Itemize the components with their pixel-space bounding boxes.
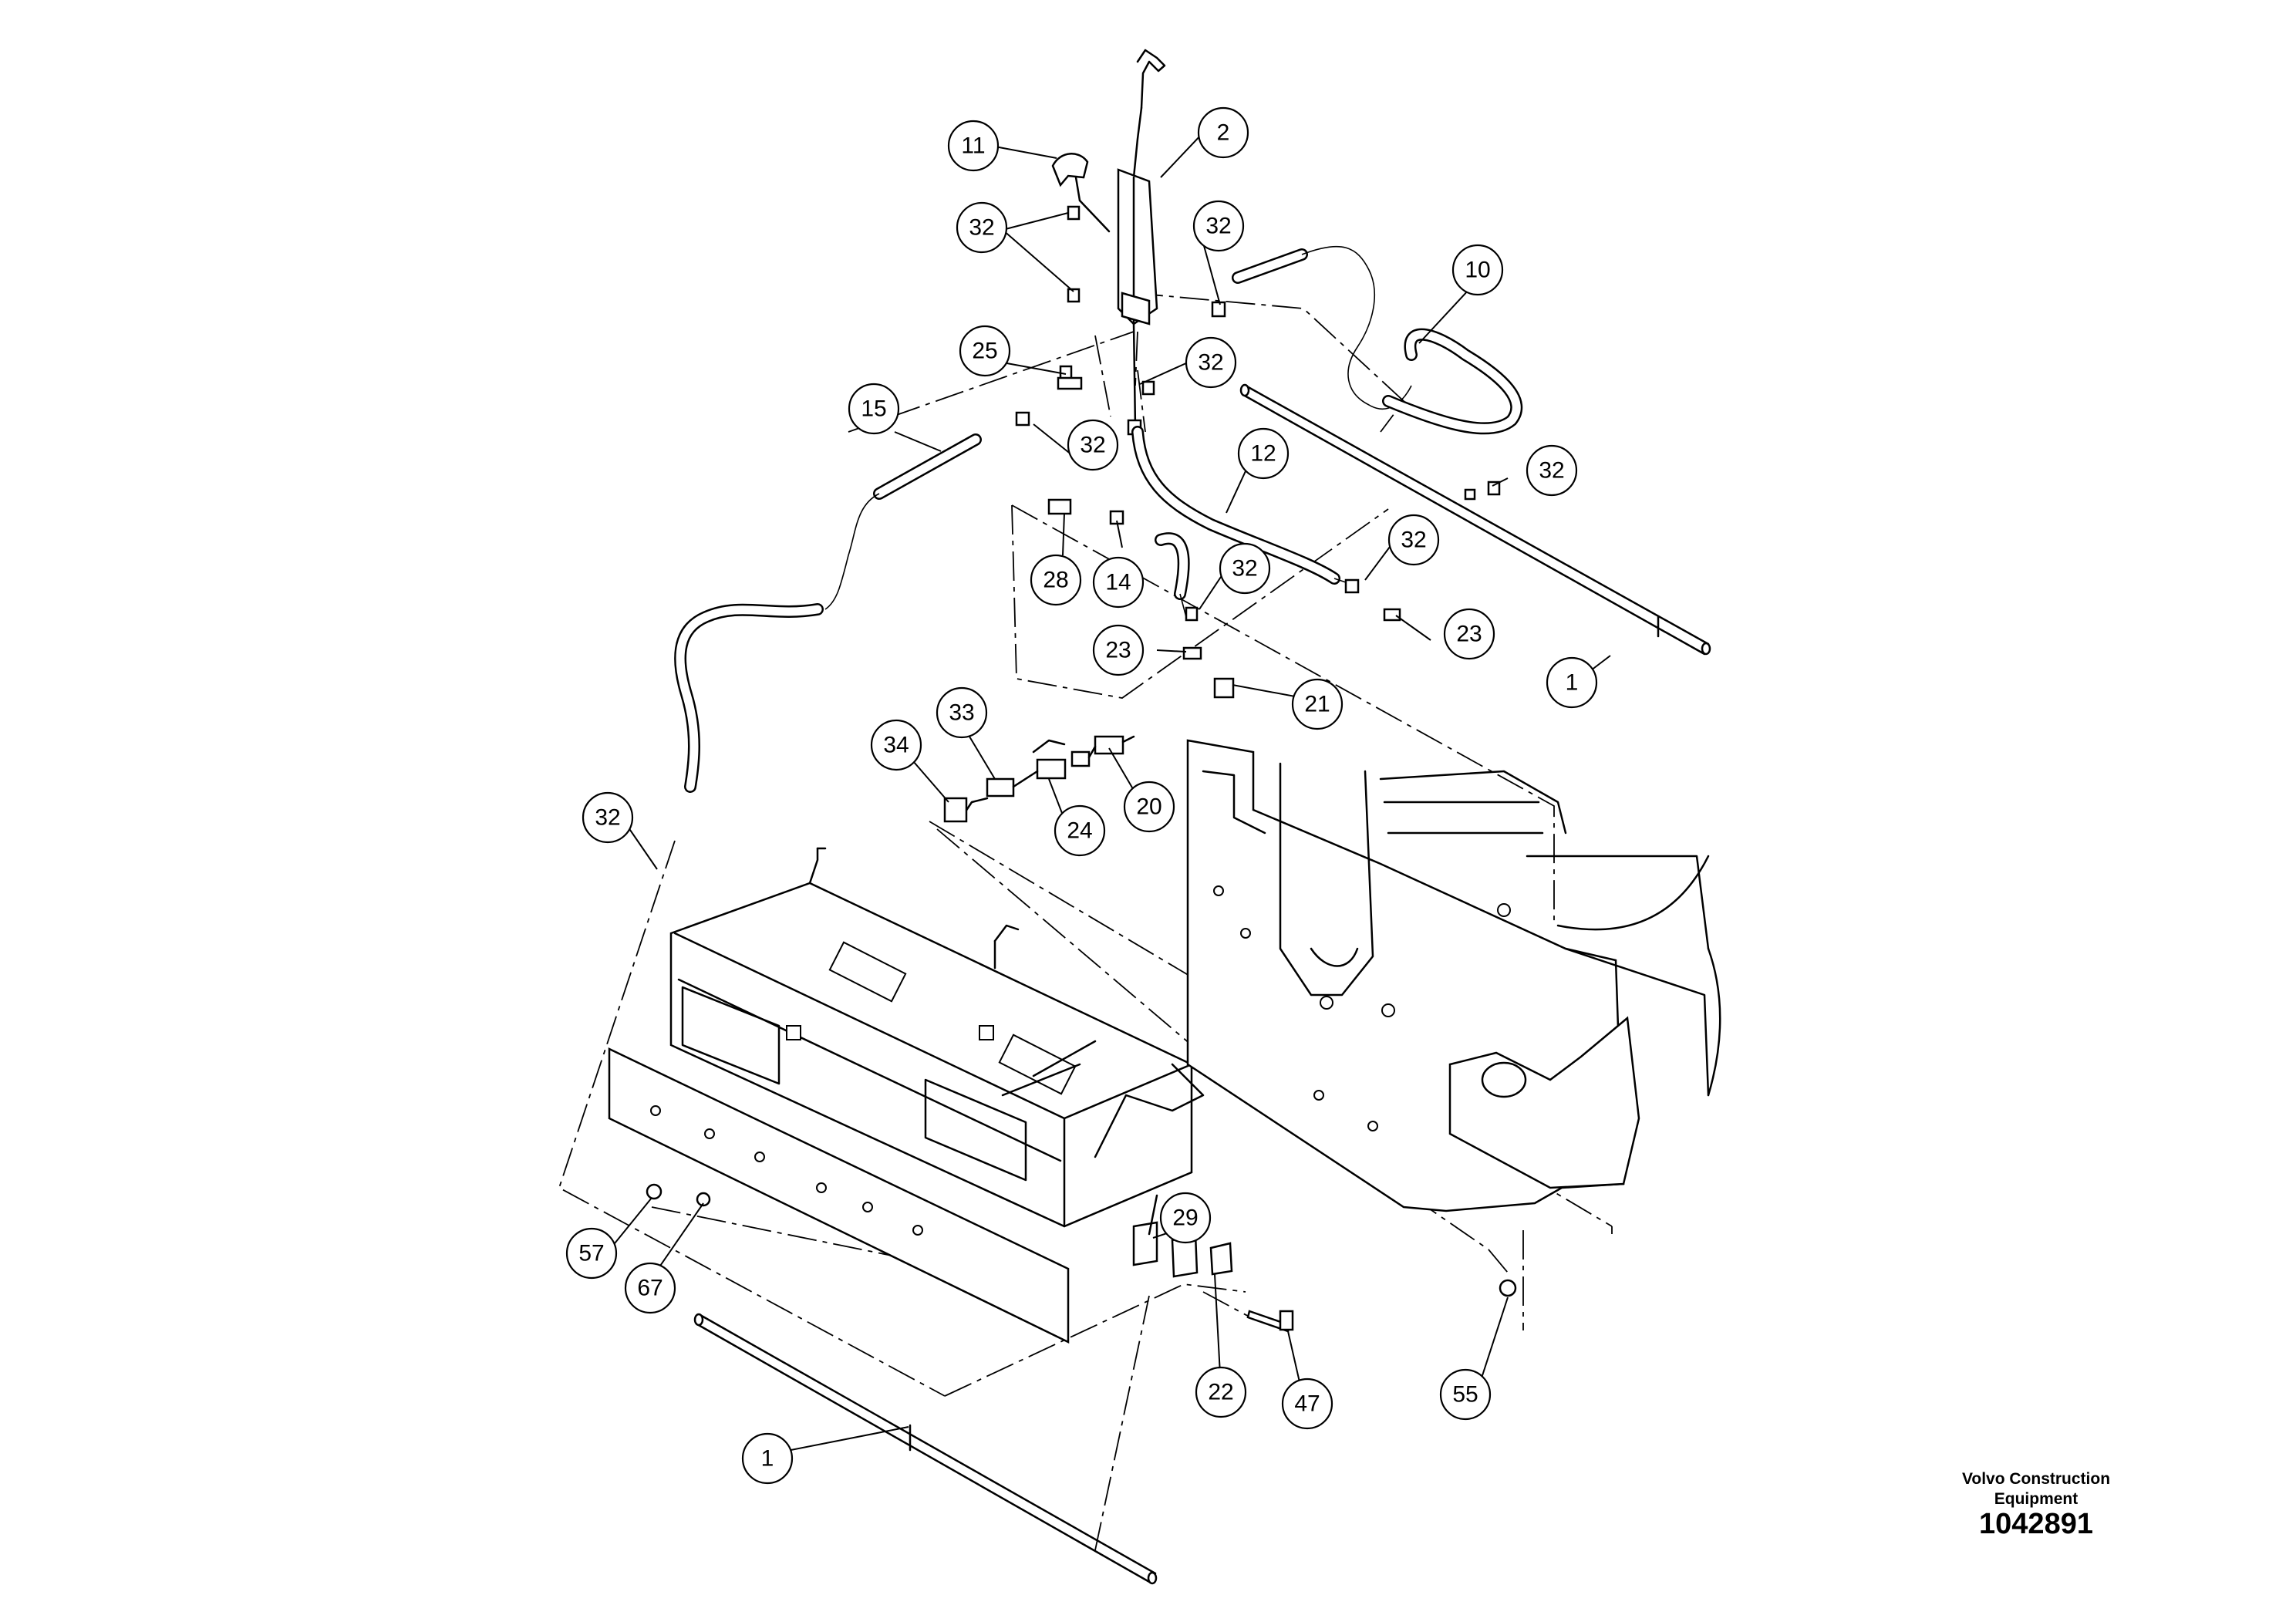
svg-text:12: 12 bbox=[1250, 441, 1276, 467]
callout-32[interactable]: 32 bbox=[956, 201, 1008, 254]
callout-1[interactable]: 1 bbox=[741, 1432, 794, 1485]
svg-text:32: 32 bbox=[1080, 433, 1105, 458]
callout-28[interactable]: 28 bbox=[1030, 554, 1082, 606]
svg-text:55: 55 bbox=[1452, 1382, 1478, 1408]
callout-34[interactable]: 34 bbox=[870, 719, 922, 771]
svg-text:34: 34 bbox=[883, 733, 909, 758]
svg-text:2: 2 bbox=[1217, 120, 1230, 146]
svg-text:57: 57 bbox=[578, 1241, 604, 1266]
svg-text:29: 29 bbox=[1172, 1206, 1198, 1231]
callouts: 11 2 32 32 10 25 32 15 32 12 32 32 28 14… bbox=[565, 106, 1598, 1485]
callout-25[interactable]: 25 bbox=[959, 325, 1011, 377]
svg-text:32: 32 bbox=[595, 805, 620, 831]
cable-bracket-assembly bbox=[1117, 49, 1166, 436]
company-name: Volvo Construction Equipment bbox=[1905, 1469, 2167, 1509]
callout-32[interactable]: 32 bbox=[1185, 336, 1237, 389]
rod-upper bbox=[1239, 383, 1711, 656]
svg-text:1: 1 bbox=[761, 1446, 774, 1472]
callout-57[interactable]: 57 bbox=[565, 1227, 618, 1280]
callout-55[interactable]: 55 bbox=[1439, 1368, 1492, 1421]
svg-text:32: 32 bbox=[1539, 458, 1564, 484]
callout-24[interactable]: 24 bbox=[1054, 804, 1106, 857]
callout-33[interactable]: 33 bbox=[936, 686, 988, 739]
svg-text:24: 24 bbox=[1067, 818, 1092, 844]
svg-text:32: 32 bbox=[1401, 528, 1426, 553]
body-panel bbox=[1186, 739, 1721, 1212]
svg-text:23: 23 bbox=[1105, 638, 1131, 663]
callout-14[interactable]: 14 bbox=[1092, 556, 1145, 609]
main-frame bbox=[608, 847, 1205, 1344]
svg-text:32: 32 bbox=[969, 215, 994, 241]
svg-text:33: 33 bbox=[949, 700, 974, 726]
company-line-1: Volvo Construction bbox=[1961, 1470, 2111, 1488]
callout-23[interactable]: 23 bbox=[1092, 624, 1145, 676]
callout-21[interactable]: 21 bbox=[1291, 678, 1344, 730]
callout-1[interactable]: 1 bbox=[1546, 656, 1598, 709]
svg-text:32: 32 bbox=[1205, 214, 1231, 239]
callout-32[interactable]: 32 bbox=[1387, 514, 1440, 566]
svg-text:28: 28 bbox=[1043, 568, 1068, 593]
drawing-number: 1042891 bbox=[1979, 1508, 2093, 1540]
svg-text:25: 25 bbox=[972, 339, 997, 364]
callout-32[interactable]: 32 bbox=[1192, 200, 1245, 252]
callout-22[interactable]: 22 bbox=[1195, 1366, 1247, 1418]
callout-15[interactable]: 15 bbox=[848, 383, 900, 435]
svg-text:32: 32 bbox=[1198, 350, 1223, 376]
rod-lower bbox=[693, 1313, 1158, 1585]
callout-10[interactable]: 10 bbox=[1451, 244, 1504, 296]
callout-23[interactable]: 23 bbox=[1443, 608, 1495, 660]
svg-text:23: 23 bbox=[1456, 622, 1482, 647]
svg-text:67: 67 bbox=[637, 1276, 663, 1301]
callout-67[interactable]: 67 bbox=[624, 1262, 676, 1314]
fittings bbox=[646, 205, 1517, 1333]
callout-2[interactable]: 2 bbox=[1197, 106, 1249, 159]
callout-32[interactable]: 32 bbox=[1219, 542, 1271, 595]
hose-lines bbox=[674, 245, 1523, 793]
svg-text:22: 22 bbox=[1208, 1380, 1233, 1405]
svg-text:32: 32 bbox=[1232, 556, 1257, 582]
svg-text:10: 10 bbox=[1465, 258, 1490, 283]
svg-text:21: 21 bbox=[1304, 692, 1330, 717]
callout-32[interactable]: 32 bbox=[1067, 419, 1119, 471]
svg-text:20: 20 bbox=[1136, 794, 1161, 820]
callout-47[interactable]: 47 bbox=[1281, 1378, 1333, 1430]
callout-32[interactable]: 32 bbox=[1526, 444, 1578, 497]
svg-text:15: 15 bbox=[861, 396, 886, 422]
hook-part bbox=[1051, 153, 1111, 233]
svg-text:47: 47 bbox=[1294, 1391, 1320, 1417]
callout-12[interactable]: 12 bbox=[1237, 427, 1290, 480]
company-line-2: Equipment bbox=[1994, 1490, 2079, 1508]
callout-11[interactable]: 11 bbox=[947, 120, 1000, 172]
callout-32[interactable]: 32 bbox=[582, 791, 634, 844]
svg-text:11: 11 bbox=[961, 133, 985, 159]
svg-text:14: 14 bbox=[1105, 570, 1131, 595]
callout-29[interactable]: 29 bbox=[1159, 1192, 1212, 1244]
callout-20[interactable]: 20 bbox=[1123, 781, 1175, 833]
svg-text:1: 1 bbox=[1566, 670, 1579, 696]
leader-lines bbox=[611, 132, 1611, 1455]
